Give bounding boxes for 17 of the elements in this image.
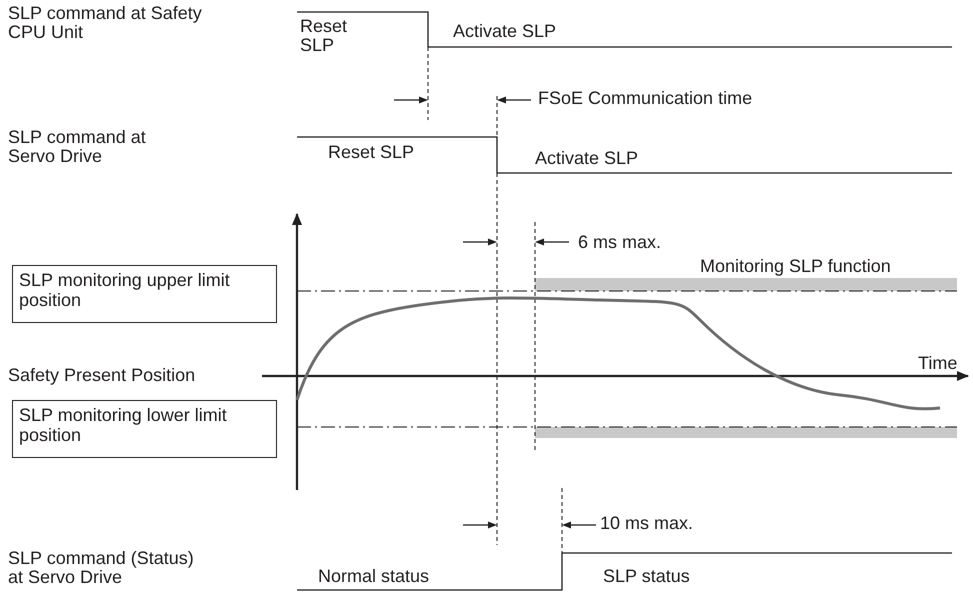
signal-label: Normal status (318, 567, 430, 586)
signal-label: Activate SLP (453, 22, 556, 41)
signal-label: 6 ms max. (578, 233, 662, 252)
limit-box: SLP monitoring upper limit position (12, 265, 277, 323)
signal-label: SLP command (Status) at Servo Drive (8, 549, 195, 587)
signal-label: Safety Present Position (8, 366, 196, 385)
signal-label: SLP command at Safety CPU Unit (8, 4, 203, 42)
signal-label: SLP command at Servo Drive (8, 128, 147, 166)
signal-label: Monitoring SLP function (700, 257, 891, 276)
limit-box: SLP monitoring lower limit position (12, 400, 277, 458)
signal-label: Reset SLP (300, 17, 348, 55)
signal-label: Reset SLP (328, 143, 414, 162)
signal-label: SLP status (603, 567, 690, 586)
signal-label: Activate SLP (535, 149, 638, 168)
signal-label: FSoE Communication time (538, 89, 752, 108)
signal-label: 10 ms max. (600, 514, 694, 533)
signal-label: Time (918, 354, 958, 373)
